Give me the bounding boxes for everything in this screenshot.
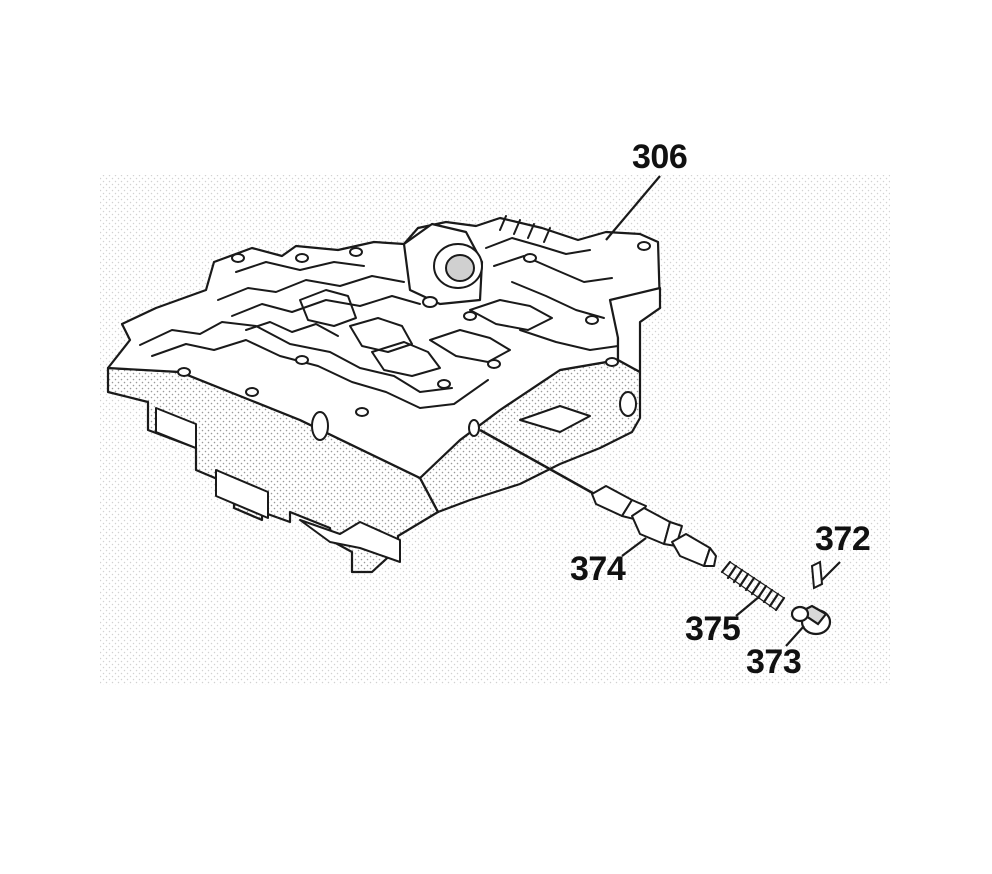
alignment-line bbox=[479, 428, 599, 498]
callout-374: 374 bbox=[570, 550, 626, 588]
valve-body-right-block bbox=[608, 286, 662, 374]
valve-body-passages bbox=[139, 215, 619, 409]
leader-306 bbox=[605, 175, 661, 241]
callout-372: 372 bbox=[815, 520, 871, 558]
callout-373: 373 bbox=[746, 643, 802, 681]
plug bbox=[790, 604, 832, 636]
callout-306: 306 bbox=[632, 138, 688, 176]
leader-372 bbox=[821, 561, 841, 581]
spring bbox=[720, 560, 786, 612]
leader-374 bbox=[621, 537, 647, 557]
leader-lines bbox=[605, 175, 841, 647]
valve-body-lower-tabs bbox=[155, 405, 591, 563]
callout-375: 375 bbox=[685, 610, 741, 648]
leader-375 bbox=[735, 595, 761, 617]
valve-spool bbox=[591, 485, 717, 567]
leader-373 bbox=[785, 625, 805, 647]
valve-body-bolt-holes bbox=[177, 241, 651, 441]
retainer-pin bbox=[810, 560, 824, 590]
